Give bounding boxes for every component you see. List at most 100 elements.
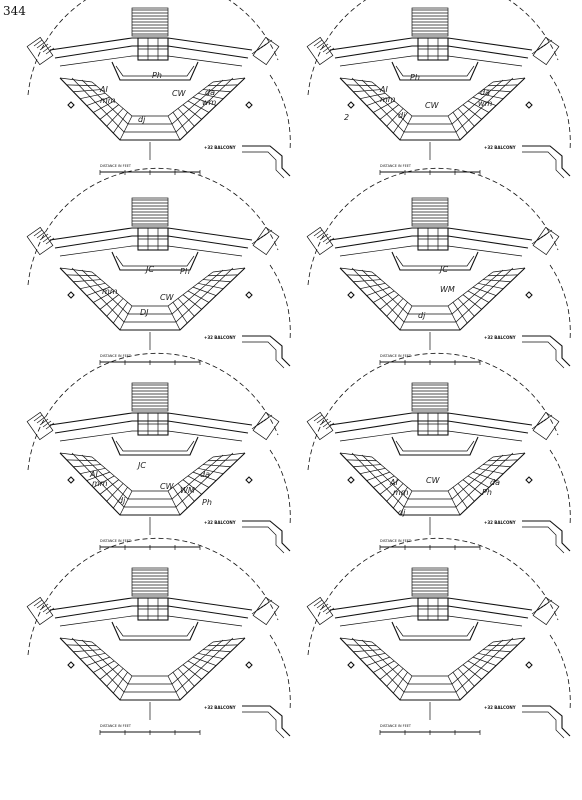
seating-hatch-right xyxy=(452,112,468,134)
right-end-stair xyxy=(532,36,560,66)
left-end-stair xyxy=(306,411,334,441)
seating-hatch-left xyxy=(393,672,408,694)
seating-hatch-right xyxy=(472,96,497,106)
right-end-stair xyxy=(532,411,560,441)
seating-hatch-left xyxy=(73,279,101,283)
right-marker xyxy=(245,661,253,669)
left-end-stair xyxy=(26,411,54,441)
handwritten-mark: AI xyxy=(99,85,108,94)
right-marker xyxy=(245,101,253,109)
stair-hatch xyxy=(316,416,326,424)
seating-hatch-right xyxy=(182,479,202,495)
auditorium-arc xyxy=(307,167,559,286)
balcony-outline-inner xyxy=(242,711,285,739)
seating-hatch-right xyxy=(197,467,224,475)
seating-hatch-right xyxy=(187,290,210,303)
auditorium-arc xyxy=(27,352,279,471)
right-marker xyxy=(525,476,533,484)
seating-hatch-right xyxy=(482,649,511,653)
stair-hatch xyxy=(319,43,329,51)
scale-label: DISTANCE IN FEET xyxy=(380,164,412,168)
stair-hatch xyxy=(39,43,49,51)
balcony-outline-inner xyxy=(242,341,285,369)
seating-hatch-left xyxy=(113,112,128,134)
seating-hatch-right xyxy=(492,637,526,643)
seating-hatch-right xyxy=(462,664,482,680)
stair-hatch xyxy=(316,601,326,609)
left-marker xyxy=(347,661,355,669)
seating-hatch-right xyxy=(197,92,224,100)
stage-front-inner xyxy=(115,625,195,637)
seating-inner xyxy=(91,271,214,307)
seating-row xyxy=(71,637,234,693)
stair-hatch xyxy=(319,233,329,241)
seating-hatch-left xyxy=(379,104,399,120)
handwritten-mark: da xyxy=(205,88,215,97)
seating-hatch-left xyxy=(346,459,377,462)
seating-hatch-left xyxy=(359,652,386,660)
seating-hatch-left xyxy=(93,475,115,488)
auditorium-arc-right xyxy=(549,74,571,151)
stage-front-inner xyxy=(395,65,475,77)
handwritten-mark: Ph xyxy=(410,73,420,82)
stair-hatch xyxy=(39,603,49,611)
handwritten-mark: mm xyxy=(102,287,118,296)
handwritten-mark: da xyxy=(480,88,490,97)
seating-hatch-left xyxy=(59,267,93,273)
seating-hatch-right xyxy=(187,660,210,673)
stair-hatch xyxy=(322,420,332,428)
seating-hatch-left xyxy=(106,298,124,317)
seating-hatch-right xyxy=(482,279,511,283)
seating-outer xyxy=(339,637,526,701)
stair-hatch xyxy=(531,47,541,55)
seating-hatch-left xyxy=(373,475,395,488)
seating-hatch-left xyxy=(106,108,124,127)
stair-hatch xyxy=(322,235,332,243)
seating-hatch-right xyxy=(457,108,475,127)
seating-hatch-right xyxy=(192,96,217,106)
handwritten-mark: dj xyxy=(398,508,406,517)
seating-hatch-right xyxy=(477,652,504,660)
seating-hatch-right xyxy=(192,656,217,666)
seating-row xyxy=(81,269,224,315)
seating-row xyxy=(351,637,514,693)
scale-label: DISTANCE IN FEET xyxy=(380,354,412,358)
stair-hatch xyxy=(39,418,49,426)
seating-hatch-right xyxy=(492,267,526,273)
stair-hatch xyxy=(313,39,323,47)
right-marker xyxy=(525,101,533,109)
seating-hatch-right xyxy=(462,294,482,310)
auditorium-arc xyxy=(307,537,559,656)
upper-walkway-inner xyxy=(54,45,249,59)
walkway-edge xyxy=(59,615,243,627)
upper-walkway-inner xyxy=(334,605,529,619)
auditorium-arc-right xyxy=(549,449,571,526)
upper-walkway-inner xyxy=(334,235,529,249)
seating-hatch-right xyxy=(172,112,188,134)
seating-inner xyxy=(371,456,494,492)
seating-hatch-left xyxy=(373,660,395,673)
seating-outer xyxy=(339,77,526,141)
left-end-stair xyxy=(306,36,334,66)
seating-row xyxy=(71,267,234,323)
stair-hatch xyxy=(316,41,326,49)
seating-row xyxy=(361,269,504,315)
balcony-outline xyxy=(522,705,571,737)
seating-hatch-right xyxy=(457,668,475,687)
seating-hatch-right xyxy=(447,115,461,141)
seating-hatch-left xyxy=(59,452,93,458)
stage-front-inner xyxy=(395,625,475,637)
seating-hatch-right xyxy=(447,675,461,701)
seating-inner xyxy=(371,641,494,677)
seating-hatch-left xyxy=(379,479,399,495)
seating-hatch-left xyxy=(353,279,381,283)
seating-hatch-left xyxy=(106,668,124,687)
stage-front-inner xyxy=(395,440,475,452)
seating-hatch-right xyxy=(472,656,497,666)
seating-hatch-left xyxy=(59,77,93,83)
seating-hatch-left xyxy=(366,96,390,106)
balcony-label: +32 BALCONY xyxy=(204,145,236,150)
handwritten-mark: CW xyxy=(160,482,175,491)
seating-row xyxy=(351,77,514,133)
